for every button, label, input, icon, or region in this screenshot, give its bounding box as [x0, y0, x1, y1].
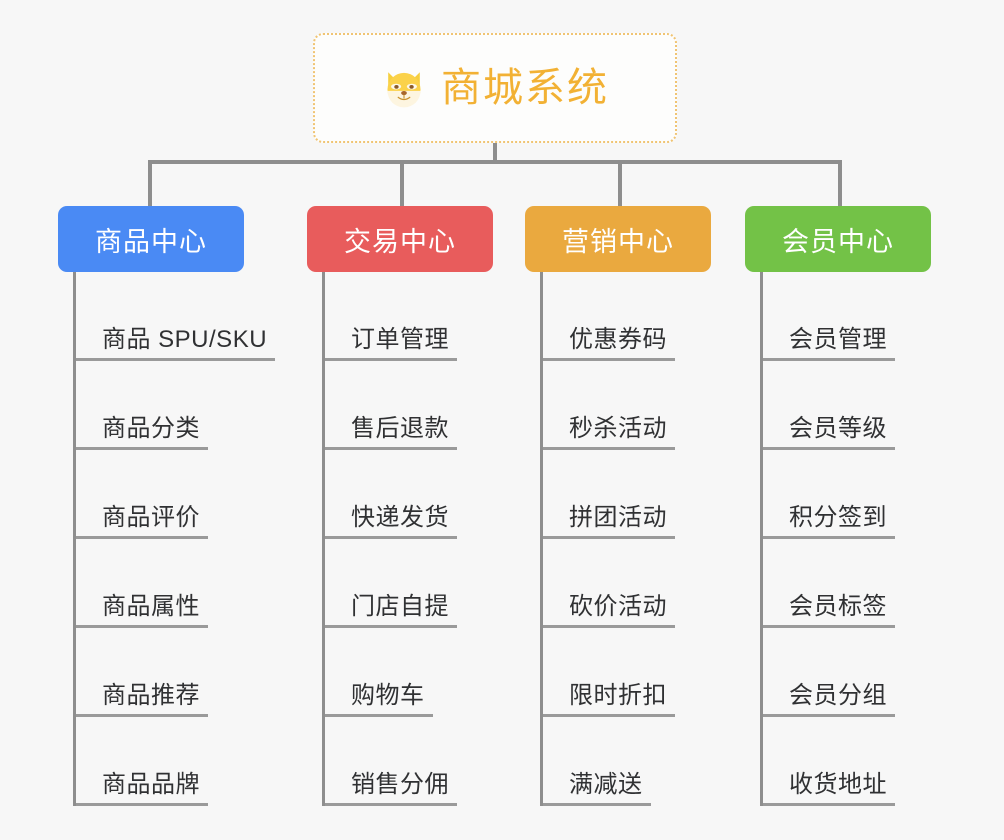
list-item[interactable]: 限时折扣 — [543, 628, 747, 717]
list-item[interactable]: 收货地址 — [763, 717, 967, 806]
list-item-label: 限时折扣 — [569, 682, 667, 709]
list-item-label: 售后退款 — [351, 415, 449, 442]
list-item[interactable]: 售后退款 — [325, 361, 529, 450]
branch-column-3: 营销中心 优惠券码 秒杀活动 拼团活动 砍价活动 限时折扣 满减送 — [525, 206, 747, 806]
list-item-label: 商品属性 — [102, 593, 200, 620]
list-item-label: 商品分类 — [102, 415, 200, 442]
branch-items-1: 商品 SPU/SKU 商品分类 商品评价 商品属性 商品推荐 商品品牌 — [73, 272, 280, 806]
list-item[interactable]: 商品推荐 — [76, 628, 280, 717]
list-item[interactable]: 商品 SPU/SKU — [76, 272, 280, 361]
list-item[interactable]: 门店自提 — [325, 539, 529, 628]
connector-horizontal-bus — [148, 160, 842, 164]
list-item[interactable]: 快递发货 — [325, 450, 529, 539]
branch-items-3: 优惠券码 秒杀活动 拼团活动 砍价活动 限时折扣 满减送 — [540, 272, 747, 806]
list-item[interactable]: 秒杀活动 — [543, 361, 747, 450]
list-item[interactable]: 会员标签 — [763, 539, 967, 628]
list-item[interactable]: 积分签到 — [763, 450, 967, 539]
list-item[interactable]: 购物车 — [325, 628, 529, 717]
list-item[interactable]: 商品品牌 — [76, 717, 280, 806]
list-item-label: 满减送 — [569, 771, 643, 798]
list-item[interactable]: 销售分佣 — [325, 717, 529, 806]
list-item-label: 拼团活动 — [569, 504, 667, 531]
list-item-label: 优惠券码 — [569, 326, 667, 353]
list-item[interactable]: 拼团活动 — [543, 450, 747, 539]
list-item-label: 购物车 — [351, 682, 425, 709]
branch-column-2: 交易中心 订单管理 售后退款 快递发货 门店自提 购物车 销售分佣 — [307, 206, 529, 806]
list-item-label: 订单管理 — [351, 326, 449, 353]
list-item-label: 会员管理 — [789, 326, 887, 353]
list-item[interactable]: 砍价活动 — [543, 539, 747, 628]
list-item-label: 商品推荐 — [102, 682, 200, 709]
branch-column-4: 会员中心 会员管理 会员等级 积分签到 会员标签 会员分组 收货地址 — [745, 206, 967, 806]
list-item[interactable]: 会员分组 — [763, 628, 967, 717]
branch-column-1: 商品中心 商品 SPU/SKU 商品分类 商品评价 商品属性 商品推荐 商品品牌 — [58, 206, 280, 806]
branch-header-marketing-center[interactable]: 营销中心 — [525, 206, 711, 272]
list-item-label: 积分签到 — [789, 504, 887, 531]
list-item-label: 秒杀活动 — [569, 415, 667, 442]
list-item-label: 门店自提 — [351, 593, 449, 620]
list-item-label: 商品评价 — [102, 504, 200, 531]
list-item[interactable]: 会员管理 — [763, 272, 967, 361]
branch-items-4: 会员管理 会员等级 积分签到 会员标签 会员分组 收货地址 — [760, 272, 967, 806]
list-item[interactable]: 优惠券码 — [543, 272, 747, 361]
root-title: 商城系统 — [441, 66, 609, 110]
list-item-label: 收货地址 — [789, 771, 887, 798]
list-item[interactable]: 满减送 — [543, 717, 747, 806]
list-item[interactable]: 商品属性 — [76, 539, 280, 628]
branch-header-product-center[interactable]: 商品中心 — [58, 206, 244, 272]
list-item-label: 商品品牌 — [102, 771, 200, 798]
connector-drop-2 — [400, 160, 404, 207]
list-item-label: 商品 SPU/SKU — [102, 326, 268, 353]
list-item[interactable]: 订单管理 — [325, 272, 529, 361]
branch-items-2: 订单管理 售后退款 快递发货 门店自提 购物车 销售分佣 — [322, 272, 529, 806]
list-item[interactable]: 商品分类 — [76, 361, 280, 450]
shiba-dog-face-icon — [387, 72, 421, 108]
list-item-label: 快递发货 — [351, 504, 449, 531]
branch-header-trade-center[interactable]: 交易中心 — [307, 206, 493, 272]
list-item-label: 砍价活动 — [569, 593, 667, 620]
connector-root-stem — [493, 143, 497, 163]
list-item-label: 会员分组 — [789, 682, 887, 709]
connector-drop-3 — [618, 160, 622, 207]
list-item-label: 会员等级 — [789, 415, 887, 442]
connector-drop-1 — [148, 160, 152, 207]
list-item[interactable]: 会员等级 — [763, 361, 967, 450]
list-item-label: 会员标签 — [789, 593, 887, 620]
root-node-mall-system[interactable]: 商城系统 — [313, 33, 677, 143]
connector-drop-4 — [838, 160, 842, 207]
list-item-label: 销售分佣 — [351, 771, 449, 798]
branch-header-member-center[interactable]: 会员中心 — [745, 206, 931, 272]
list-item[interactable]: 商品评价 — [76, 450, 280, 539]
